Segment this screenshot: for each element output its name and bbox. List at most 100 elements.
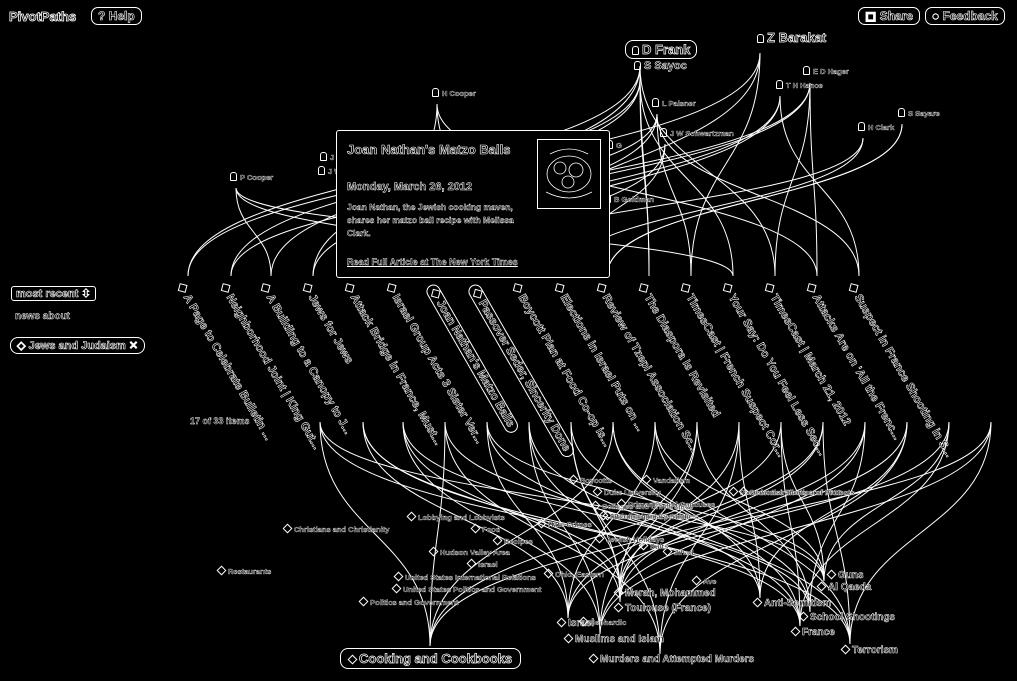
link-curve — [606, 123, 903, 277]
person-label: S Sayoc — [644, 60, 687, 73]
link-curve — [402, 421, 621, 603]
tag-node[interactable]: Christians and Christianity — [284, 525, 390, 534]
filter-chip-label: Jews and Judaism — [28, 340, 126, 353]
tag-node[interactable]: Jihad — [664, 548, 694, 557]
tag-node[interactable]: France — [792, 627, 835, 639]
filter-chip-jews-judaism[interactable]: ◇ Jews and Judaism ✕ — [10, 337, 146, 354]
story-icon — [596, 283, 607, 293]
link-curve — [567, 421, 950, 619]
app-title: PivotPaths — [9, 9, 77, 25]
person-node[interactable]: T H Hance — [776, 80, 823, 90]
tag-node[interactable]: Cooking and Cookbooks — [340, 648, 522, 669]
tag-node[interactable]: Recipes — [494, 537, 533, 546]
sort-select[interactable]: most recent ⬍ — [11, 286, 96, 301]
person-icon — [632, 46, 639, 55]
link-curve — [779, 95, 860, 277]
tag-node[interactable]: Muslims and Islam — [565, 634, 664, 646]
story-icon — [848, 283, 859, 293]
tag-node[interactable]: Murders and Attempted Murders — [590, 654, 755, 666]
person-icon — [776, 80, 783, 89]
person-icon — [432, 88, 439, 97]
tag-node[interactable]: Primaries and Caucuses — [618, 500, 715, 509]
person-node[interactable]: L Paisner — [652, 98, 696, 108]
person-node[interactable]: J W — [318, 166, 342, 176]
link-curve — [612, 421, 801, 627]
link-curve — [619, 421, 992, 589]
close-icon[interactable]: ✕ — [128, 340, 139, 353]
tag-node[interactable]: Politics and Government — [360, 598, 459, 607]
story-icon — [806, 283, 817, 293]
feedback-label: Feedback — [942, 9, 998, 24]
link-curve — [849, 421, 992, 645]
tag-node[interactable]: United States International Relations — [395, 573, 536, 582]
tag-node[interactable]: Merah, Mohammed — [615, 588, 716, 600]
share-button[interactable]: ▣ Share — [858, 7, 921, 25]
story-icon — [177, 283, 188, 293]
link-curve — [362, 421, 621, 589]
tag-node[interactable]: Food — [472, 525, 501, 534]
link-curve — [486, 421, 569, 619]
help-label: Help — [108, 9, 135, 24]
person-label: H Clark — [868, 123, 895, 132]
person-icon — [858, 122, 865, 131]
link-curve — [738, 421, 761, 599]
person-label: B Goldman — [614, 195, 655, 204]
person-node[interactable]: P Cooper — [230, 172, 273, 182]
tag-node[interactable]: Boycotts — [570, 476, 612, 485]
popup-article-link[interactable]: Read Full Article at The New York Times — [347, 257, 518, 267]
link-curve — [780, 421, 825, 582]
tag-node[interactable]: Ohio, Eastern — [545, 570, 604, 579]
article-image — [537, 139, 601, 209]
person-icon — [318, 166, 325, 175]
comment-icon: ◌ — [932, 9, 940, 24]
tag-node[interactable]: Ave — [693, 577, 717, 586]
link-curve — [599, 421, 698, 635]
person-label: Z Barakat — [767, 30, 827, 46]
person-node[interactable]: D Frank — [625, 40, 698, 59]
person-node[interactable]: S Sayare — [898, 108, 940, 118]
link-curve — [659, 421, 740, 655]
person-label: J W Schwartzman — [670, 129, 734, 138]
sort-select-value: most recent — [16, 288, 79, 301]
tag-node[interactable]: Suits — [640, 542, 669, 551]
tag-node[interactable]: Anti-Semitism — [754, 598, 832, 610]
tag-node[interactable]: Terrorism — [842, 645, 898, 657]
tag-node[interactable]: Hate Crimes — [538, 520, 592, 529]
link-curve — [402, 421, 601, 635]
tag-node[interactable]: United States Politics and Government — [393, 585, 542, 594]
person-node[interactable]: H Cooper — [432, 88, 476, 98]
tag-node[interactable]: Lobbying and Lobbyists — [408, 513, 505, 522]
link-curve — [799, 421, 950, 627]
person-node[interactable]: E D Hager — [803, 66, 849, 76]
person-node[interactable]: H Clark — [858, 122, 894, 132]
tag-node[interactable]: Toulouse (France) — [615, 603, 711, 615]
link-curve — [639, 65, 776, 277]
chevron-down-icon: ⬍ — [81, 288, 91, 301]
person-node[interactable]: S Sayoc — [634, 60, 687, 72]
tag-node[interactable]: Interdisciplinary Studies — [600, 512, 697, 521]
person-icon — [230, 172, 237, 181]
tag-node[interactable]: School Shootings — [800, 612, 896, 624]
tag-node[interactable]: Hudson Valley Area — [430, 548, 510, 557]
story-icon — [512, 283, 523, 293]
tag-node[interactable]: Vandalism — [643, 476, 690, 485]
link-curve — [639, 79, 650, 277]
tag-node[interactable]: Jewish Holidays — [596, 535, 665, 544]
person-node[interactable]: Z Barakat — [757, 30, 827, 46]
news-about-label: news about — [15, 311, 71, 322]
person-node[interactable]: J W Schwartzman — [660, 128, 734, 138]
person-node[interactable]: B Goldman — [604, 194, 654, 204]
tag-node[interactable]: Sephardic — [580, 618, 627, 627]
feedback-button[interactable]: ◌ Feedback — [925, 7, 1005, 25]
tag-node[interactable]: Restaurants — [218, 567, 272, 576]
help-button[interactable]: ? Help — [91, 7, 142, 25]
story-icon — [344, 283, 355, 293]
tag-node[interactable]: Duke University — [594, 488, 661, 497]
tag-node[interactable]: Guns — [828, 570, 864, 582]
tag-node[interactable]: Israel — [468, 560, 498, 569]
tag-node[interactable]: Demonstrations and Protests — [740, 488, 855, 497]
share-label: Share — [879, 9, 914, 24]
article-popup[interactable]: Joan Nathan's Matzo Balls Monday, March … — [336, 130, 610, 278]
tag-node[interactable]: Al Qaeda — [818, 582, 872, 594]
link-curve — [656, 113, 860, 277]
